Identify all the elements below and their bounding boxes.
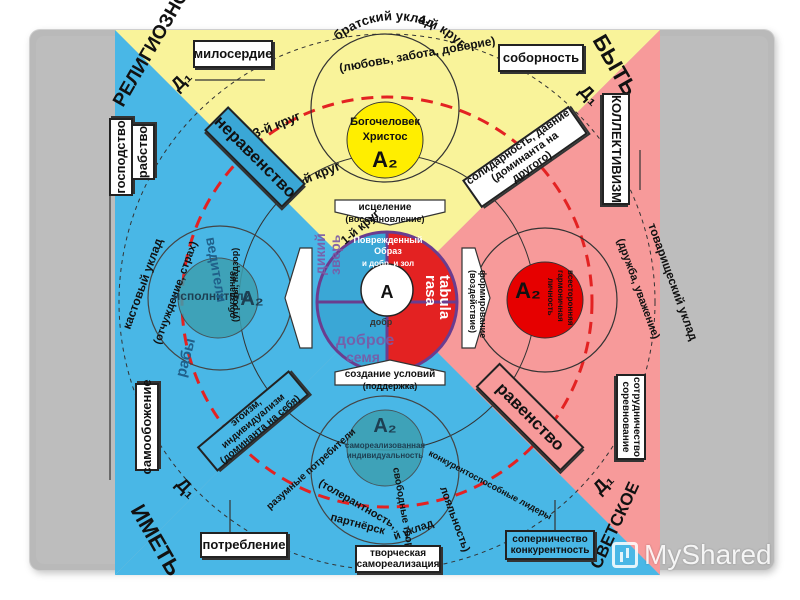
bottom-circle	[310, 395, 460, 545]
iscelenie-line2: (восстановление)	[345, 214, 424, 224]
iscelenie-line1: исцеление	[359, 202, 412, 213]
a2-right: А₂	[515, 278, 541, 303]
lichnost-line3: личность	[546, 278, 555, 316]
semya-text: семя	[346, 349, 380, 365]
top-circle	[310, 33, 460, 183]
sobornost-box: соборность	[498, 44, 584, 72]
dikiy-text: дикий	[312, 233, 328, 275]
sozdanie-line2: (поддержка)	[363, 381, 418, 391]
dobroe-text: доброе	[336, 332, 394, 349]
lichnost-line1: всесторонняя	[566, 270, 575, 326]
individualnost-circle	[346, 409, 424, 487]
connectors	[109, 79, 641, 532]
ispolniteli-text: исполнители	[173, 289, 251, 303]
kollektivizm-label: КОЛЛЕКТИВИЗМ	[609, 95, 625, 203]
rabstvo-label: рабство	[134, 125, 150, 179]
tabula-text: tabula	[436, 275, 453, 320]
potreblenie-label: потребление	[202, 536, 286, 552]
miloserdie-box: милосердие	[193, 40, 273, 68]
presentation-icon	[612, 542, 638, 568]
a2-bottom: А₂	[373, 415, 396, 437]
bogochelovek-line2: Христос	[363, 131, 408, 143]
obuzdanie-line2: (угрозы, надзор)	[230, 248, 240, 322]
sobornost-label: соборность	[502, 49, 580, 65]
central-circle	[315, 230, 459, 374]
rabstvo-box: рабство	[131, 124, 155, 180]
arrow-up-bottom	[334, 359, 446, 386]
rasa-text: rasa	[422, 275, 439, 307]
potreblenie-box: потребление	[200, 532, 288, 558]
povrezhdenny-text: Поврежденный	[353, 235, 422, 245]
sozdanie-line1: создание условий	[345, 369, 436, 380]
gospodstvo-box: господство	[109, 118, 133, 196]
arrow-left	[284, 247, 313, 349]
outer-circle	[118, 33, 656, 571]
bogochelovek-line1: Богочеловек	[350, 116, 420, 128]
a-center: А	[381, 282, 394, 302]
kollektivizm-box: КОЛЛЕКТИВИЗМ	[602, 93, 630, 205]
obuzdanie-line1: обуздание	[227, 271, 237, 318]
zver-text: зверь	[327, 234, 343, 275]
formirovanie-line1: формирование	[478, 270, 488, 338]
formirovanie-line2: (воздействие)	[468, 270, 478, 333]
dobr-text: добр	[370, 317, 393, 327]
miloserdie-label: милосердие	[193, 45, 273, 61]
arrow-down-top	[334, 199, 446, 226]
lichnost-circle	[506, 261, 584, 339]
samoobozhenie-label: самообожение	[138, 379, 154, 475]
gospodstvo-label: господство	[112, 120, 128, 194]
watermark-text: MyShared	[644, 539, 772, 570]
a2-left: А₂	[240, 288, 263, 310]
obraz-text: Образ	[374, 246, 402, 256]
bogochelovek-circle	[346, 101, 424, 179]
ispolniteli-circle	[177, 257, 259, 339]
samoobozhenie-box: самообожение	[135, 379, 159, 475]
lichnost-line2: гармоничная	[556, 270, 565, 322]
samoreal-line1: самореализованная	[345, 441, 426, 450]
dobr-zol-text: и добр, и зол	[362, 259, 414, 268]
watermark: MyShared	[612, 535, 772, 575]
a2-top: А₂	[372, 147, 398, 172]
samoreal-line2: индивидуальность	[347, 451, 424, 460]
arrow-right	[461, 247, 491, 349]
